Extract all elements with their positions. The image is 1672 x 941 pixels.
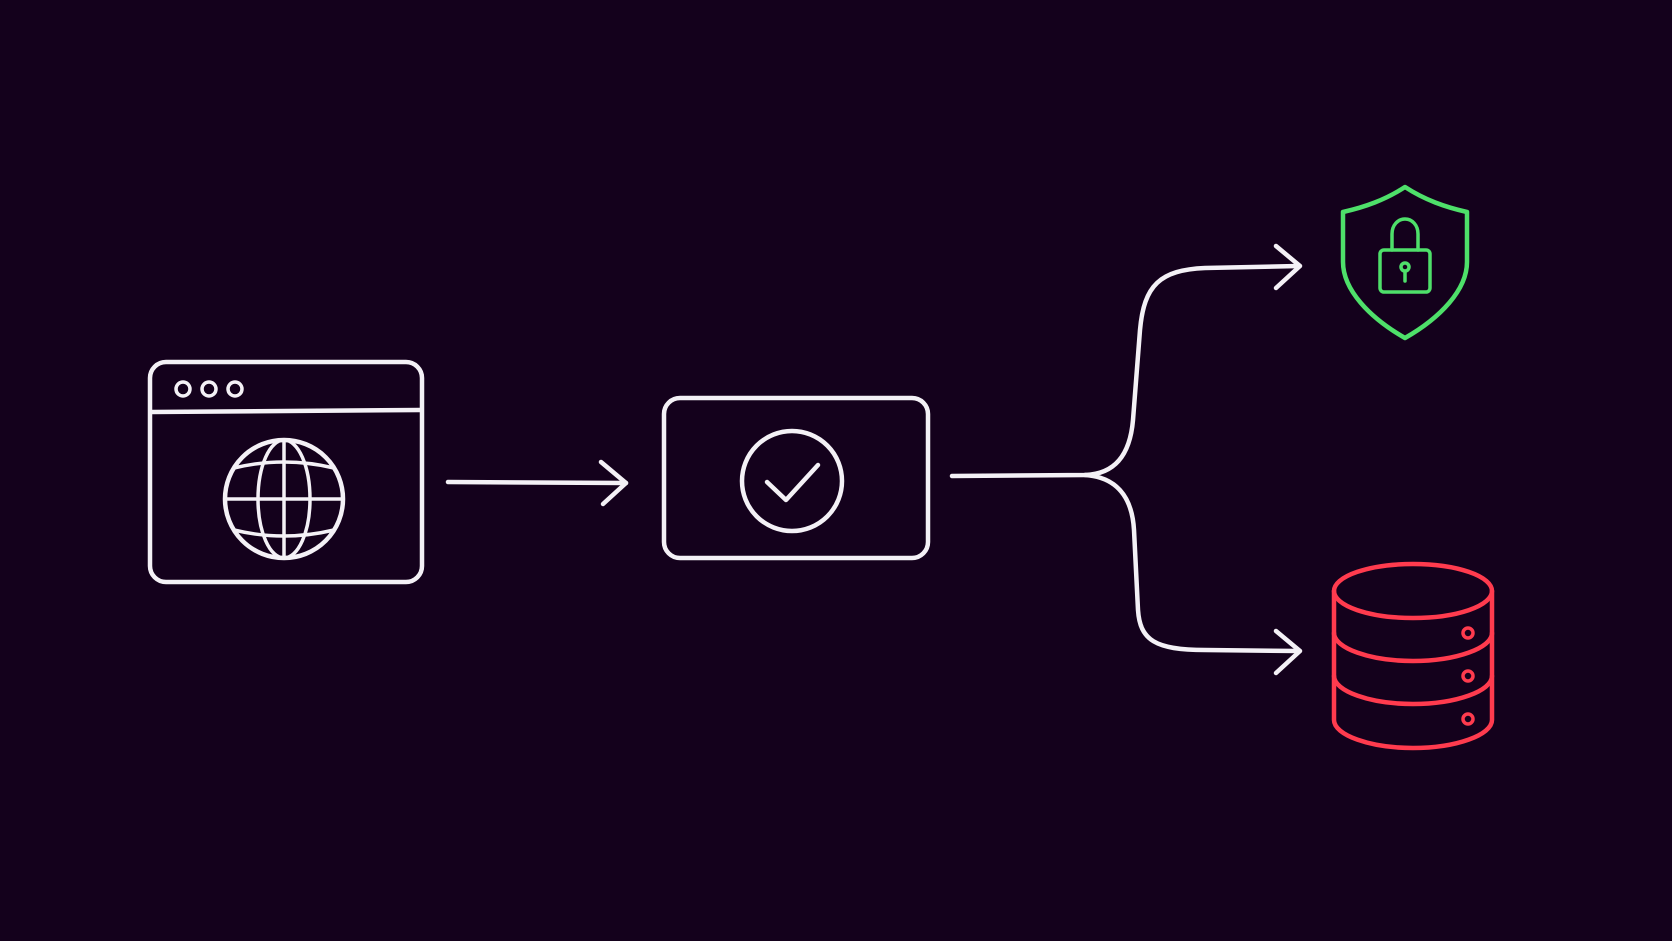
- database-icon: [1331, 561, 1495, 751]
- database-divider-1: [1331, 630, 1495, 664]
- browser-title-bar-divider: [149, 407, 423, 415]
- database-led-3: [1461, 712, 1475, 726]
- lock-icon: [1378, 217, 1432, 294]
- arrowhead-to-database: [1273, 628, 1303, 676]
- validation-card: [661, 395, 931, 561]
- branch-connector: [949, 243, 1303, 676]
- globe-icon: [222, 437, 346, 561]
- database-led-1: [1461, 626, 1475, 640]
- shield-lock-icon: [1340, 184, 1470, 341]
- browser-window-frame: [147, 359, 425, 585]
- check-circle-icon: [739, 428, 845, 534]
- arrow-browser-to-validation: [445, 459, 629, 507]
- connector-to-security: [949, 263, 1301, 479]
- database-divider-2: [1331, 673, 1495, 707]
- shield-outline: [1340, 184, 1470, 341]
- connector-to-database: [1082, 472, 1301, 654]
- database-led-2: [1461, 669, 1475, 683]
- arrowhead-to-security: [1273, 243, 1303, 291]
- database-body: [1331, 588, 1495, 751]
- browser-window-dots-icon: [174, 380, 244, 398]
- browser-window-globe-icon: [147, 359, 425, 585]
- validation-card-frame: [661, 395, 931, 561]
- database-top: [1331, 561, 1495, 621]
